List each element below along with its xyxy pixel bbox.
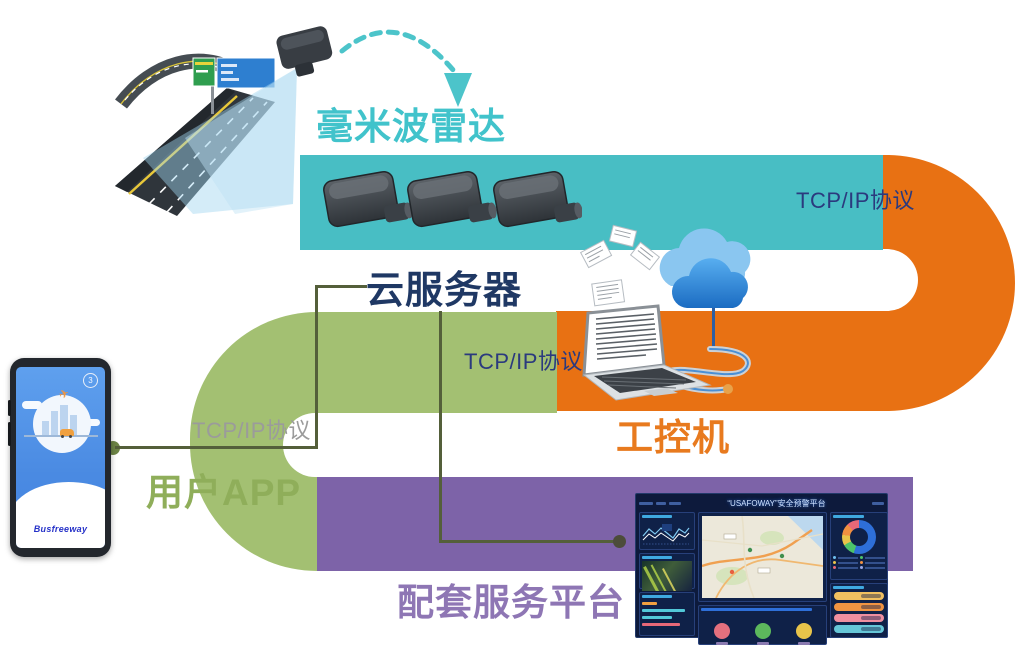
smartphone: 3 ✈ Busfreeway bbox=[8, 358, 111, 557]
car-icon bbox=[60, 429, 74, 438]
blue-sign-line1 bbox=[221, 64, 237, 67]
dashboard-topbar: “USAFOWAY”安全预警平台 bbox=[639, 497, 884, 510]
cable-plug bbox=[723, 384, 733, 394]
cloud-upload-icon bbox=[579, 224, 751, 308]
rank-pill-4 bbox=[834, 625, 884, 633]
donut-chart bbox=[842, 520, 876, 554]
blue-sign-line2 bbox=[221, 71, 233, 74]
label-cloud-server: 云服务器 bbox=[366, 270, 523, 312]
ranking-pills-panel bbox=[830, 583, 888, 638]
menu-item-bar bbox=[669, 502, 681, 505]
donut-legend bbox=[833, 556, 885, 569]
dashboard-grid bbox=[639, 512, 888, 645]
phone-screen: 3 ✈ Busfreeway bbox=[16, 367, 105, 548]
protocol-label-cloud-pc: TCP/IP协议 bbox=[464, 349, 583, 374]
notification-badge: 3 bbox=[83, 373, 98, 388]
radar-beam-cone bbox=[143, 68, 297, 214]
mounted-radar-icon bbox=[276, 26, 333, 77]
label-user-app: 用户APP bbox=[146, 472, 302, 513]
bar-list-panel bbox=[639, 592, 695, 636]
menu-item-bar bbox=[656, 502, 666, 505]
rank-pill-3 bbox=[834, 614, 884, 622]
donut-chart-panel bbox=[830, 512, 888, 580]
city-map bbox=[702, 516, 823, 598]
radar-beam-cone-inner bbox=[185, 68, 297, 214]
radar-sensor-2 bbox=[407, 170, 497, 228]
video-panel bbox=[639, 553, 695, 591]
dashboard-title: “USAFOWAY”安全预警平台 bbox=[727, 498, 826, 508]
app-logo: Busfreeway bbox=[33, 524, 88, 534]
user-menu-bar bbox=[872, 502, 884, 505]
protocol-label-radar-cloud: TCP/IP协议 bbox=[796, 188, 915, 213]
stat-bar bbox=[642, 623, 680, 626]
double-yellow-line bbox=[128, 95, 238, 195]
platform-connector-endpoint-dot bbox=[613, 535, 626, 548]
green-uturn-notch bbox=[283, 413, 330, 477]
sign-pole bbox=[211, 70, 214, 114]
menu-item-bar bbox=[639, 502, 653, 505]
cloud-platform-connector-vertical bbox=[439, 311, 442, 543]
blue-sign-line3 bbox=[221, 78, 239, 81]
status-circle-yellow bbox=[795, 622, 812, 645]
document-lines bbox=[595, 313, 658, 360]
keyboard-rows bbox=[601, 376, 687, 389]
road-edge bbox=[115, 88, 235, 192]
app-connector-line bbox=[115, 446, 318, 449]
screen-wave-shape bbox=[16, 482, 105, 548]
label-industrial-pc: 工控机 bbox=[616, 417, 730, 458]
map-panel bbox=[698, 512, 827, 602]
radar-sensor-1 bbox=[323, 170, 413, 228]
status-circle-green bbox=[754, 622, 771, 645]
cloud-server-band bbox=[317, 312, 557, 413]
app-illustration-circle bbox=[33, 395, 91, 453]
radar-sensor-3 bbox=[493, 170, 582, 228]
ramp-lane-dashes bbox=[124, 63, 234, 101]
green-sign-line bbox=[196, 70, 208, 73]
highway-photo-illustration bbox=[115, 26, 333, 216]
app-connector-line-top bbox=[315, 285, 367, 288]
cloud-to-laptop-line bbox=[712, 303, 715, 349]
laptop-icon bbox=[582, 304, 751, 401]
rank-pill-1 bbox=[834, 592, 884, 600]
app-connector-line-vertical bbox=[315, 285, 318, 449]
radar-sensors-icon bbox=[323, 170, 582, 228]
main-road bbox=[115, 88, 275, 216]
status-circle-red bbox=[713, 622, 730, 645]
cloud-decor-left bbox=[22, 401, 42, 409]
blue-sign bbox=[216, 57, 276, 89]
label-millimeter-radar: 毫米波雷达 bbox=[316, 106, 506, 147]
status-circles-panel bbox=[698, 605, 827, 645]
stat-bar bbox=[642, 616, 672, 619]
stat-bar bbox=[642, 609, 685, 612]
documents-icon bbox=[579, 224, 661, 307]
touchpad bbox=[644, 388, 678, 396]
laptop-keyboard bbox=[594, 368, 696, 393]
protocol-label-app: TCP/IP协议 bbox=[192, 418, 311, 443]
label-service-platform: 配套服务平台 bbox=[397, 582, 625, 623]
platform-dashboard: “USAFOWAY”安全预警平台 bbox=[635, 493, 888, 645]
phone-power-button bbox=[8, 422, 11, 446]
phone-volume-button bbox=[8, 400, 11, 416]
map-water bbox=[788, 516, 823, 550]
stat-bar bbox=[642, 602, 657, 605]
rank-pill-2 bbox=[834, 603, 884, 611]
green-sign-text-bar bbox=[195, 62, 213, 65]
cloud-platform-connector-horizontal bbox=[439, 540, 619, 543]
dashed-arrow bbox=[339, 29, 472, 107]
arrowhead bbox=[444, 73, 472, 107]
line-chart-panel bbox=[639, 512, 695, 550]
cloud-shape bbox=[659, 228, 751, 308]
line-chart bbox=[642, 524, 690, 545]
road-camera-image bbox=[642, 561, 692, 591]
